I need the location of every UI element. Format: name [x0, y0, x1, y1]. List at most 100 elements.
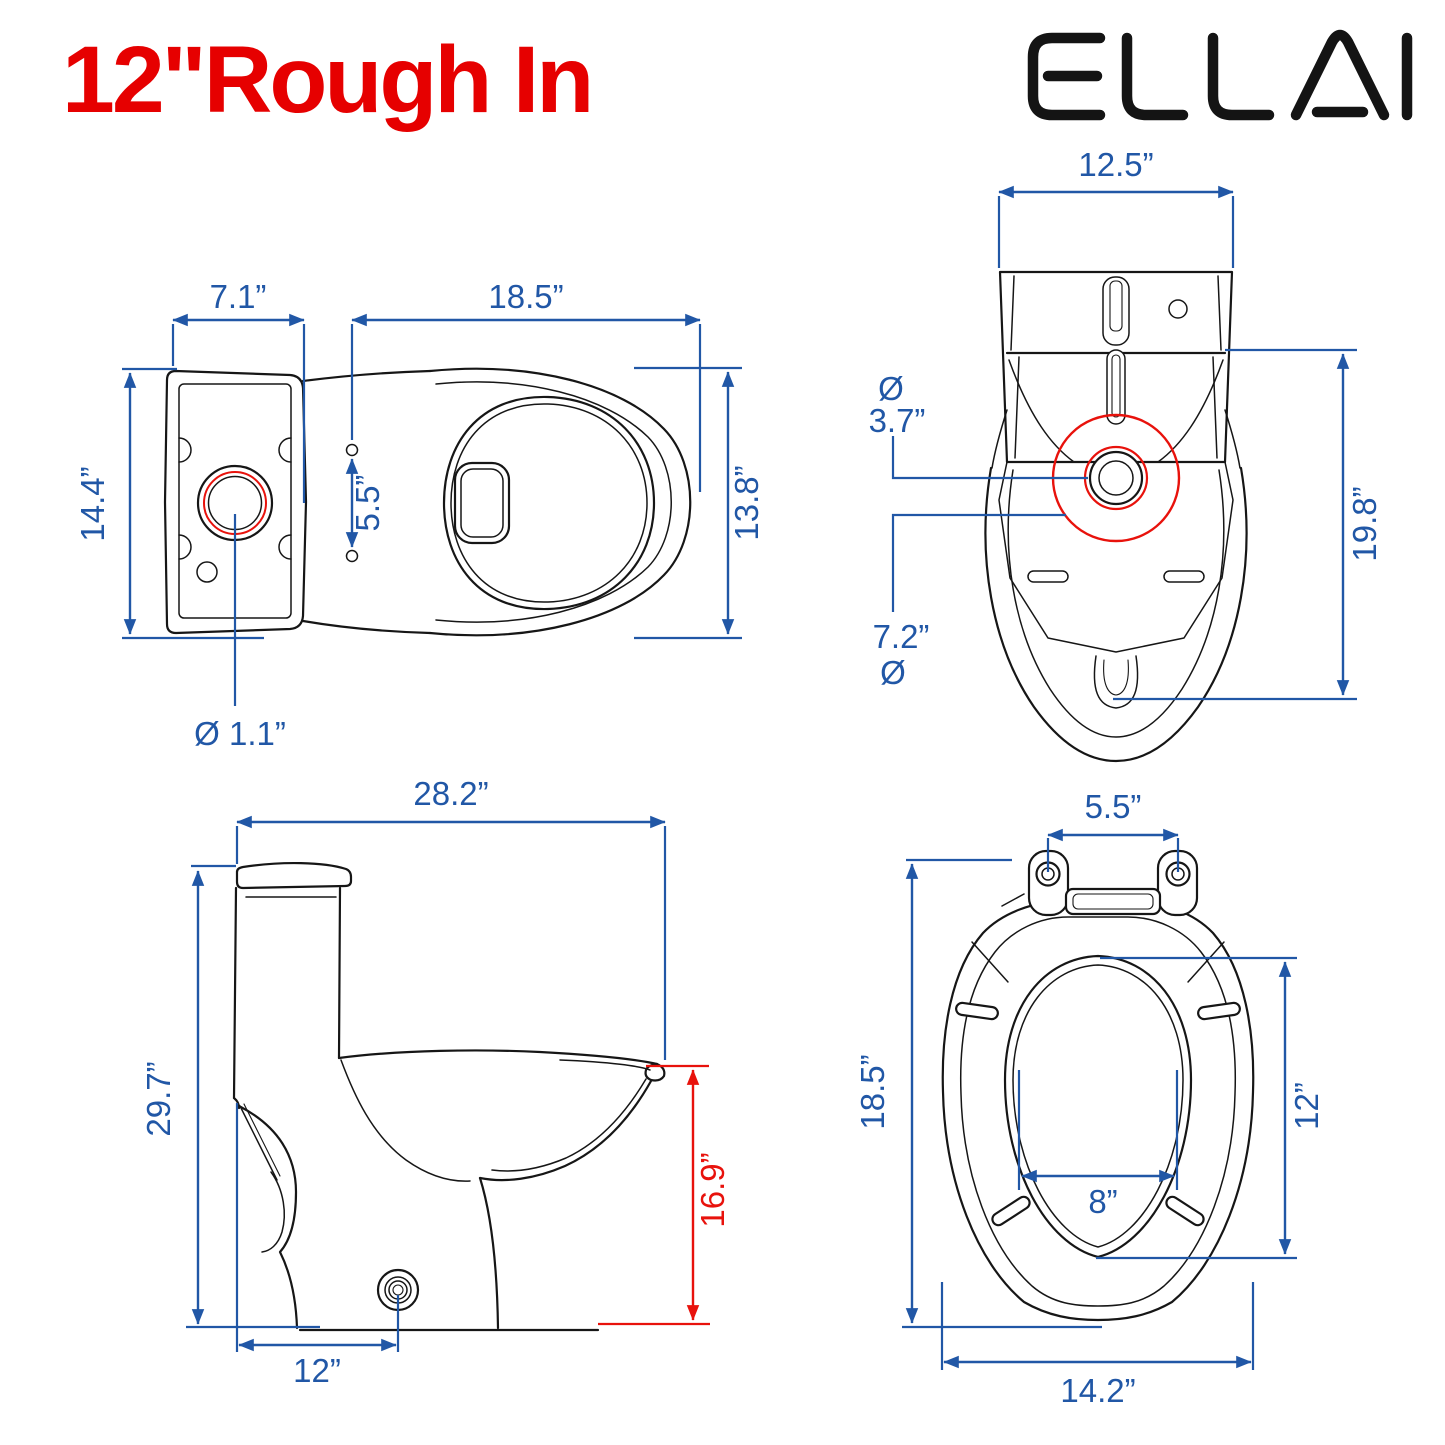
- dim-overall-depth-28-2: 28.2”: [235, 775, 667, 1060]
- deck-top-line: [337, 1049, 659, 1066]
- brace-line: [1157, 359, 1224, 463]
- shoulder-line: [1224, 409, 1241, 469]
- dim-label-seat-length: 18.5”: [854, 1054, 891, 1129]
- dim-hinge-spacing-5-5: 5.5”: [1046, 788, 1180, 872]
- tank-notch: [278, 437, 292, 463]
- outlet-hole-inner: [1098, 460, 1134, 496]
- dim-label-opening-width: 8”: [1088, 1183, 1117, 1220]
- seat-outer-outline: [941, 899, 1255, 1322]
- brace-line: [1008, 359, 1075, 463]
- seat-opening-inner: [450, 403, 648, 603]
- logo-letter-E: [1027, 32, 1106, 121]
- outlet-hole-outer: [1088, 450, 1144, 506]
- grip-pad: [955, 1001, 999, 1021]
- dim-label-tank-width: 7.1”: [210, 278, 267, 315]
- bottom-view-outline: [984, 270, 1248, 763]
- pedestal-front-edge: [478, 1176, 500, 1330]
- seat-opening-outer: [442, 395, 656, 611]
- bottom-view: 12.5” 19.8” Ø 3.7” 7.2” Ø: [869, 146, 1383, 763]
- dim-rough-in-12: 12”: [235, 1103, 400, 1389]
- dim-label-tank-side: 14.4”: [74, 466, 111, 541]
- dim-label-rough-in: 12”: [293, 1352, 341, 1389]
- logo-letter-L1: [1121, 32, 1189, 121]
- top-view-outline: [163, 367, 692, 637]
- water-inlet-inner: [460, 468, 504, 538]
- bowl-outline: [428, 367, 692, 637]
- tank-notch: [178, 534, 192, 560]
- callout-flange-diameter-7-2: 7.2” Ø: [873, 513, 1066, 691]
- tank-front-edge: [337, 886, 342, 1060]
- keyhole-slot-upper-inner: [1109, 280, 1123, 332]
- dim-bowl-length-18-5: 18.5”: [350, 278, 702, 492]
- hinge-bar: [1064, 887, 1162, 916]
- bowl-footprint-inner: [1007, 469, 1225, 738]
- bowl-underside-inner: [491, 1078, 647, 1172]
- dim-label-outlet-diameter: 3.7”: [869, 402, 926, 439]
- trap-funnel: [1093, 655, 1139, 709]
- dim-bolt-spacing-5-5: 5.5”: [345, 458, 386, 548]
- top-view: 7.1” 18.5” 14.4” 13.8” 5.5” Ø 1.1”: [74, 278, 765, 752]
- dim-tank-width-7-1: 7.1”: [171, 278, 306, 503]
- diameter-symbol: Ø: [878, 370, 904, 407]
- tank-mount-hole: [1168, 299, 1188, 319]
- tank-back-edge: [232, 886, 238, 1100]
- dim-label-flush-valve-diameter: Ø 1.1”: [194, 715, 286, 752]
- tank-outline: [163, 369, 308, 635]
- bowl-back-wall: [340, 1059, 471, 1182]
- seat-view-outline: [941, 849, 1255, 1322]
- logo-letter-L2: [1207, 32, 1275, 121]
- dim-seat-width-14-2: 14.2”: [940, 1282, 1255, 1409]
- dim-opening-width-8: 8”: [1017, 1070, 1179, 1220]
- dim-base-depth-19-8: 19.8”: [1113, 348, 1383, 701]
- tank-lid: [235, 861, 353, 890]
- page-title: 12"Rough In: [62, 27, 591, 133]
- dim-tank-back-width-12-5: 12.5”: [997, 146, 1235, 268]
- side-view: 28.2” 29.7” 16.9” 12”: [140, 775, 731, 1389]
- dim-label-overall-depth: 28.2”: [413, 775, 488, 812]
- dim-label-bowl-width: 13.8”: [728, 465, 765, 540]
- dim-seat-length-18-5: 18.5”: [854, 858, 1102, 1329]
- grip-pad: [1165, 1195, 1205, 1227]
- keyhole-slot-upper: [1102, 276, 1130, 346]
- dim-label-overall-height: 29.7”: [140, 1061, 177, 1136]
- dim-flush-valve-diameter: Ø 1.1”: [194, 514, 286, 752]
- diameter-symbol: Ø: [880, 654, 906, 691]
- seat-view: 5.5” 18.5” 12” 8” 14.2”: [854, 788, 1325, 1409]
- seat-bolt-hole: [345, 443, 359, 457]
- trapway-inner-curve: [261, 1171, 286, 1253]
- ellai-logo: [1027, 29, 1413, 121]
- grip-pad: [1197, 1001, 1241, 1021]
- dim-bowl-width-13-8: 13.8”: [634, 366, 765, 640]
- grip-pad: [991, 1195, 1031, 1227]
- base-slot: [1163, 570, 1205, 583]
- seat-bolt-hole: [345, 549, 359, 563]
- dim-label-opening-length: 12”: [1288, 1082, 1325, 1130]
- dim-tank-side-14-4: 14.4”: [74, 367, 264, 640]
- dim-label-base-depth: 19.8”: [1346, 486, 1383, 561]
- keyhole-slot-lower: [1106, 349, 1126, 425]
- trap-funnel-inner: [1103, 659, 1129, 696]
- opening-inner: [1012, 964, 1184, 1248]
- dim-label-bowl-length: 18.5”: [488, 278, 563, 315]
- dim-label-rim-height: 16.9”: [694, 1152, 731, 1227]
- dim-label-bolt-spacing: 5.5”: [349, 475, 386, 532]
- dim-label-tank-back-width: 12.5”: [1078, 146, 1153, 183]
- logo-letter-A: [1290, 29, 1390, 121]
- neck-bottom-line: [301, 619, 432, 635]
- hinge-bar-inner: [1072, 893, 1154, 910]
- tank-notch: [278, 534, 292, 560]
- dim-label-hinge-spacing: 5.5”: [1085, 788, 1142, 825]
- dim-label-flange-diameter: 7.2”: [873, 618, 930, 655]
- side-view-outline: [232, 861, 666, 1332]
- dim-label-seat-width: 14.2”: [1060, 1372, 1135, 1409]
- dim-opening-length-12: 12”: [1096, 956, 1325, 1260]
- bowl-footprint-outer: [984, 466, 1248, 763]
- trapway-outline: [237, 1104, 299, 1330]
- dim-rim-height-16-9: 16.9”: [598, 1064, 731, 1326]
- bowl-underside-outer: [478, 1079, 653, 1182]
- base-slot: [1027, 570, 1069, 583]
- keyhole-slot-lower-inner: [1111, 354, 1121, 418]
- tank-small-hole: [196, 561, 218, 583]
